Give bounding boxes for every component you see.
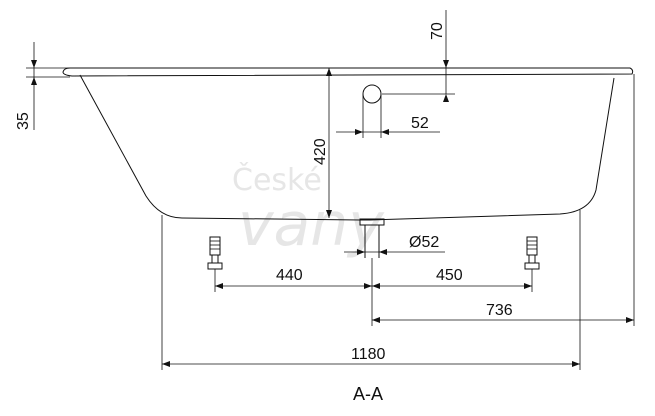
dim-total-length-label: 1180 xyxy=(351,346,386,363)
watermark-line1: České xyxy=(232,161,322,198)
dim-top-offset: 70 xyxy=(382,10,455,102)
section-label: A-A xyxy=(353,384,383,404)
tub-body xyxy=(79,74,615,221)
dim-drain-to-edge-label: 736 xyxy=(486,302,513,319)
overflow-hole xyxy=(362,84,382,104)
dim-rim-height: 35 xyxy=(15,42,70,130)
dim-leg-right-label: 450 xyxy=(436,267,463,284)
tub-rim xyxy=(62,67,634,77)
dim-depth: 420 xyxy=(312,68,332,218)
dim-leg-left: 440 xyxy=(215,267,372,289)
dim-total-length: 1180 xyxy=(162,346,580,367)
leg-right xyxy=(524,236,540,270)
dim-overflow-label: 52 xyxy=(411,115,429,132)
drain-flange xyxy=(359,218,385,226)
leg-left xyxy=(207,236,223,270)
dim-drain-label: Ø52 xyxy=(409,234,439,251)
dim-depth-label: 420 xyxy=(312,138,329,165)
dim-top-offset-label: 70 xyxy=(429,22,446,40)
dim-leg-left-label: 440 xyxy=(276,267,303,284)
dim-leg-right: 450 xyxy=(372,267,532,289)
dim-drain-to-edge: 736 xyxy=(372,302,634,323)
dim-rim-height-label: 35 xyxy=(15,112,32,130)
tub-outline xyxy=(62,67,634,258)
dim-drain: Ø52 xyxy=(344,234,445,255)
dim-overflow: 52 xyxy=(336,94,440,138)
